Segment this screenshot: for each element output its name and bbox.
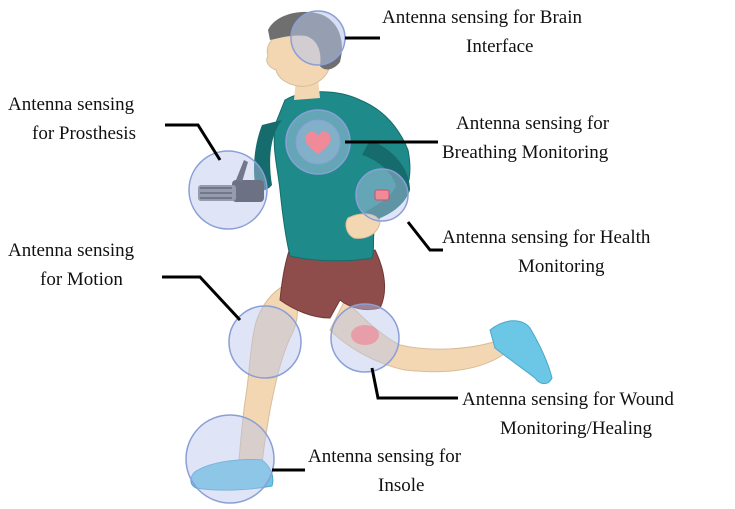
label-brain-line2: Interface [466, 34, 534, 60]
leader-motion [162, 277, 240, 320]
sensor-insole [186, 415, 274, 503]
label-breathing-line2: Breathing Monitoring [442, 140, 608, 166]
leader-health [408, 222, 443, 250]
wrist-sensor-icon [375, 190, 389, 200]
label-prosthesis-line1: Antenna sensing [8, 92, 134, 118]
label-wound-line1: Antenna sensing for Wound [462, 387, 674, 413]
wound-icon [351, 325, 379, 345]
sensor-prosthesis [189, 151, 267, 229]
label-wound-line2: Monitoring/Healing [500, 416, 652, 442]
sensor-brain [291, 11, 345, 65]
label-prosthesis-line2: for Prosthesis [32, 121, 136, 147]
label-brain-line1: Antenna sensing for Brain [382, 5, 582, 31]
label-motion-line2: for Motion [40, 267, 123, 293]
sensor-motion [229, 306, 301, 378]
label-breathing-line1: Antenna sensing for [456, 111, 609, 137]
label-health-line2: Monitoring [518, 254, 605, 280]
label-motion-line1: Antenna sensing [8, 238, 134, 264]
leader-wound [372, 368, 458, 398]
label-health-line1: Antenna sensing for Health [442, 225, 650, 251]
label-insole-line2: Insole [378, 473, 424, 499]
label-insole-line1: Antenna sensing for [308, 444, 461, 470]
